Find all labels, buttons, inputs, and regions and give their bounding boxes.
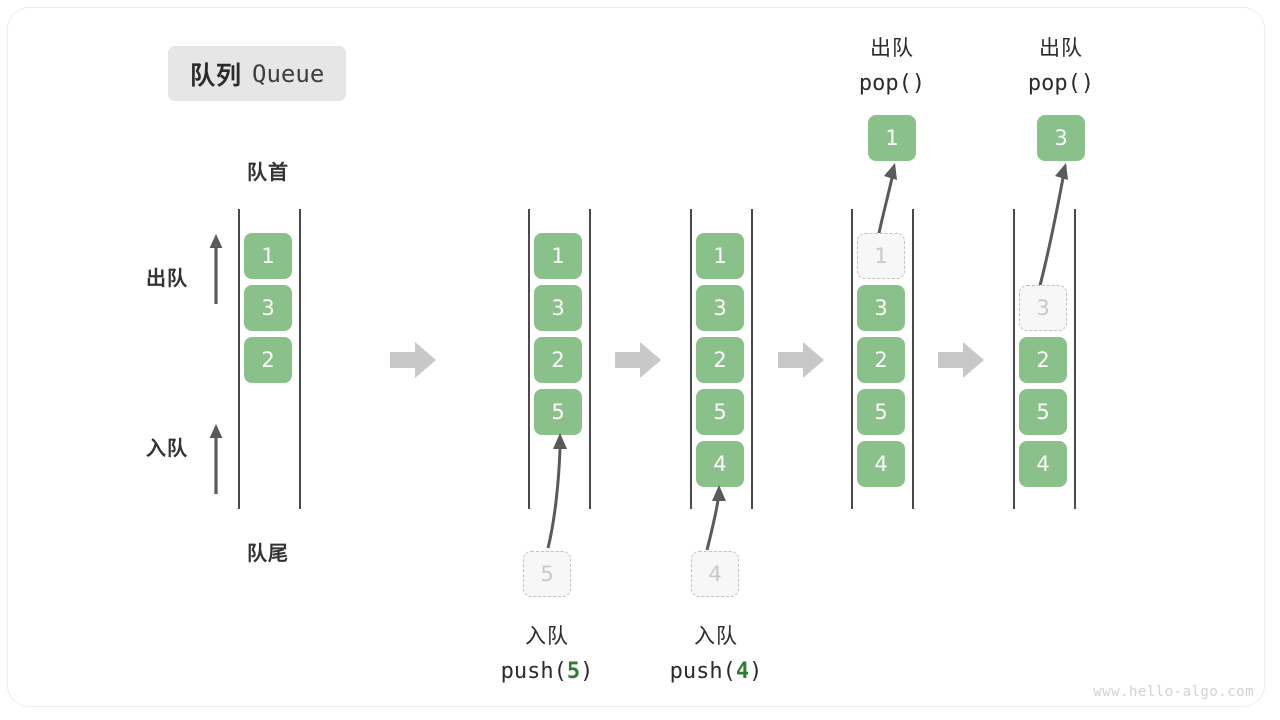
queue-cell: 1 xyxy=(696,233,744,279)
rail-left-stage-1 xyxy=(238,209,240,509)
dequeue-direction-arrow xyxy=(209,234,223,304)
push-4-caption-code: push(4) xyxy=(669,659,763,684)
rail-right-stage-1 xyxy=(299,209,301,509)
flow-arrow-icon xyxy=(615,342,661,378)
title-badge: 队列 Queue xyxy=(168,46,347,101)
queue-cell: 2 xyxy=(1019,337,1067,383)
push-5-caption: 入队 push(5) xyxy=(468,618,626,690)
pop-3-caption-cn: 出队 xyxy=(1039,36,1083,60)
queue-cell: 1 xyxy=(244,233,292,279)
enqueue-label: 入队 xyxy=(146,436,188,460)
queue-cell-ghost: 1 xyxy=(857,233,905,279)
enqueue-direction-arrow xyxy=(209,424,223,494)
pop-1-caption-cn: 出队 xyxy=(870,36,914,60)
queue-cell: 4 xyxy=(857,441,905,487)
queue-cell: 5 xyxy=(696,389,744,435)
queue-cell: 3 xyxy=(857,285,905,331)
queue-cell: 1 xyxy=(534,233,582,279)
push-5-caption-code: push(5) xyxy=(500,659,594,684)
queue-cell: 5 xyxy=(1019,389,1067,435)
popped-cell: 1 xyxy=(868,115,916,161)
queue-cell: 4 xyxy=(1019,441,1067,487)
queue-cell: 2 xyxy=(534,337,582,383)
queue-cell: 2 xyxy=(244,337,292,383)
pop-motion-arrow xyxy=(876,163,897,239)
pending-cell: 4 xyxy=(691,551,739,597)
watermark: www.hello-algo.com xyxy=(1093,684,1254,700)
pop-3-caption-code: pop() xyxy=(1027,71,1095,96)
rail-left-stage-2 xyxy=(528,209,530,509)
push-motion-arrow xyxy=(546,433,567,549)
rail-left-stage-4 xyxy=(851,209,853,509)
pop-1-caption: 出队 pop() xyxy=(814,30,970,102)
title-chinese: 队列 xyxy=(190,60,243,90)
pop-motion-arrow xyxy=(1036,163,1068,294)
queue-cell: 4 xyxy=(696,441,744,487)
queue-cell: 2 xyxy=(857,337,905,383)
pop-1-caption-code: pop() xyxy=(858,71,926,96)
rail-right-stage-4 xyxy=(912,209,914,509)
push-motion-arrow xyxy=(705,485,726,551)
rail-right-stage-5 xyxy=(1074,209,1076,509)
flow-arrow-icon xyxy=(778,342,824,378)
push-4-caption-cn: 入队 xyxy=(694,624,738,648)
pending-cell: 5 xyxy=(523,551,571,597)
front-label: 队首 xyxy=(247,160,289,184)
queue-cell-ghost: 3 xyxy=(1019,285,1067,331)
queue-cell: 3 xyxy=(534,285,582,331)
rail-left-stage-5 xyxy=(1013,209,1015,509)
queue-cell: 3 xyxy=(696,285,744,331)
flow-arrow-icon xyxy=(938,342,984,378)
push-4-caption: 入队 push(4) xyxy=(637,618,795,690)
push-5-caption-cn: 入队 xyxy=(525,624,569,648)
flow-arrow-icon xyxy=(390,342,436,378)
pop-3-caption: 出队 pop() xyxy=(983,30,1139,102)
rail-right-stage-2 xyxy=(589,209,591,509)
rail-right-stage-3 xyxy=(751,209,753,509)
queue-cell: 5 xyxy=(857,389,905,435)
queue-cell: 3 xyxy=(244,285,292,331)
queue-cell: 2 xyxy=(696,337,744,383)
dequeue-label: 出队 xyxy=(146,266,188,290)
rail-left-stage-3 xyxy=(690,209,692,509)
title-english: Queue xyxy=(252,59,325,88)
rear-label: 队尾 xyxy=(247,541,289,565)
queue-cell: 5 xyxy=(534,389,582,435)
popped-cell: 3 xyxy=(1037,115,1085,161)
